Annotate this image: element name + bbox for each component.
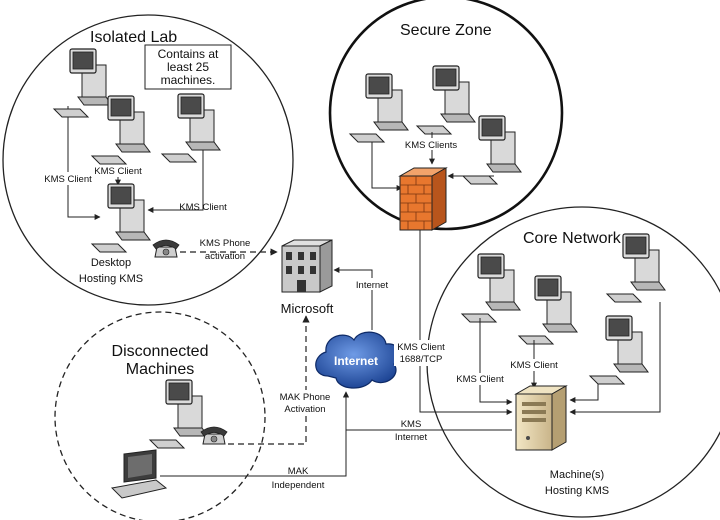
disconnected-title-line1: Disconnected (112, 343, 209, 360)
note-line2: least 25 (167, 60, 209, 74)
core-kms-client-label-1: KMS Client (456, 374, 504, 385)
kms-internet-link (343, 391, 512, 431)
kms-clients-label: KMS Clients (405, 140, 458, 151)
kms-1688-label-line1: KMS Client (397, 342, 445, 353)
microsoft-building-icon (281, 239, 333, 293)
core-kms-client-label-2: KMS Client (510, 360, 558, 371)
desktop-label-line2: Hosting KMS (79, 273, 143, 285)
kms-phone-label-line2: activation (205, 251, 245, 262)
secure-pc-3 (462, 115, 522, 185)
secure-pc-2 (416, 65, 476, 135)
lab-pc-1 (53, 48, 113, 118)
lab-phone-icon (152, 239, 180, 258)
core-network-title: Core Network (523, 230, 622, 247)
core-pc-1 (461, 253, 521, 323)
disconnected-title-line2: Machines (126, 361, 194, 378)
kms-client-label-1: KMS Client (44, 174, 92, 185)
secure-zone-title: Secure Zone (400, 22, 492, 39)
kms-internet-label-line2: Internet (395, 432, 428, 443)
kms-1688-label-line2: 1688/TCP (400, 354, 443, 365)
note-line3: machines. (161, 73, 216, 87)
microsoft-label: Microsoft (281, 301, 334, 316)
disconnected-pc (149, 379, 209, 449)
core-pc-4 (589, 315, 649, 385)
lab-pc-3 (161, 93, 221, 163)
secure-pc-1 (349, 73, 409, 143)
internet-cloud-label: Internet (334, 354, 378, 368)
note-box (144, 44, 232, 90)
core-network-links (479, 302, 661, 415)
isolated-lab-zone (2, 14, 294, 306)
lab-pc-2 (91, 95, 151, 165)
mak-phone-link (228, 315, 310, 445)
kms-client-label-3: KMS Client (179, 202, 227, 213)
disconnected-phone-icon (200, 426, 228, 445)
kms-phone-label-line1: KMS Phone (200, 238, 251, 249)
kms-host-desktop (91, 183, 151, 253)
mak-independent-link (160, 391, 349, 477)
note-line1: Contains at (158, 47, 219, 61)
disconnected-machines-zone (54, 311, 266, 520)
mak-phone-label-line1: MAK Phone (280, 392, 331, 403)
kms-internet-label-line1: KMS (401, 419, 422, 430)
core-pc-2 (518, 275, 578, 345)
secure-zone (328, 0, 564, 231)
desktop-label-line1: Desktop (91, 257, 131, 269)
laptop-icon (110, 449, 168, 499)
mak-indep-label-line2: Independent (272, 480, 325, 491)
kms-host-label-line2: Hosting KMS (545, 485, 609, 497)
internet-link-label: Internet (356, 280, 389, 291)
kms-host-server-icon (514, 385, 568, 451)
kms-client-label-2: KMS Client (94, 166, 142, 177)
isolated-lab-title: Isolated Lab (90, 29, 177, 46)
internet-microsoft-link (333, 267, 373, 330)
internet-cloud-icon (315, 331, 401, 389)
firewall-icon (398, 167, 448, 231)
mak-indep-label-line1: MAK (288, 466, 309, 477)
mak-phone-label-line2: Activation (284, 404, 325, 415)
kms-host-label-line1: Machine(s) (550, 469, 604, 481)
